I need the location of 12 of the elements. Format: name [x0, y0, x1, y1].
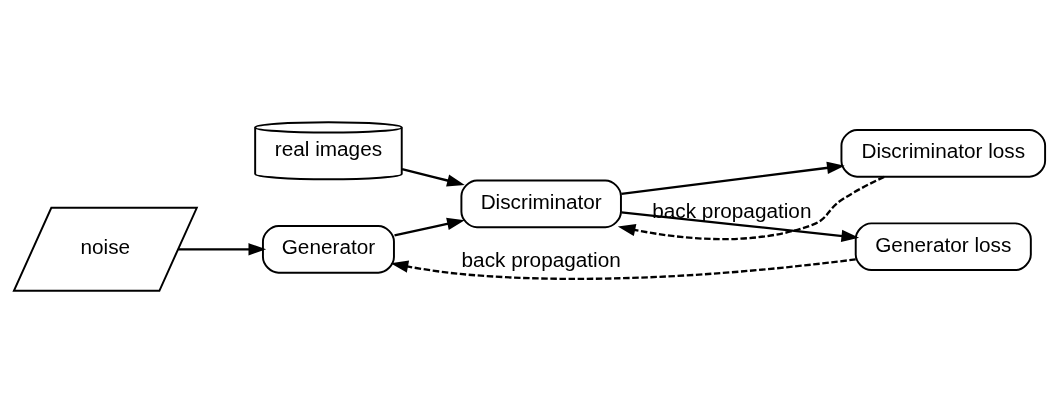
node-box: Discriminator loss	[840, 128, 1047, 178]
arrow	[617, 175, 885, 240]
arrow	[394, 217, 465, 236]
node-box: Generator	[261, 224, 395, 274]
node-box: Generator loss	[854, 221, 1032, 271]
arrow	[621, 210, 860, 242]
arrow	[178, 242, 267, 255]
arrow	[390, 257, 856, 280]
arrow	[401, 167, 465, 187]
node-box: Discriminator	[460, 179, 622, 228]
edge-label: back propagation	[461, 247, 621, 271]
arrow	[621, 161, 845, 195]
